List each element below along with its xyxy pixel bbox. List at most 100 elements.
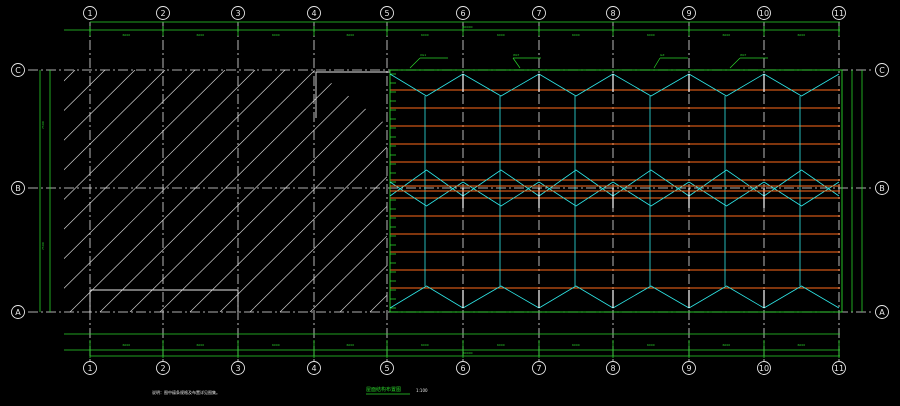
axis-bubble-bottom-8-label: 8 [610,364,615,373]
axis-bubble-top-7-label: 7 [536,9,541,18]
drawing-title: 屋面结构布置图 [366,386,401,393]
axis-bubble-top-2-label: 2 [160,9,165,18]
axis-bubble-left-A-label: A [15,308,21,317]
axis-bubble-bottom-9-label: 9 [686,364,691,373]
axis-bubble-top-6: 6 [456,6,470,20]
dim-value-top: 6000 [647,33,655,37]
axis-bubble-left-B: B [11,181,25,195]
label-leader [653,57,661,69]
axis-bubble-left-C-label: C [15,66,21,75]
axis-bubble-bottom-3-label: 3 [235,364,240,373]
axis-grid [28,22,872,362]
dim-value-top: 6000 [421,33,429,37]
axis-bubble-top-8-label: 8 [610,9,615,18]
dim-value-top: 6000 [123,33,131,37]
axis-bubble-top-1: 1 [83,6,97,20]
drawing-scale: 1:100 [416,388,428,393]
axis-bubble-top-9: 9 [682,6,696,20]
dim-value-bottom: 6000 [723,343,731,347]
dim-value-bottom: 6000 [497,343,505,347]
dim-value-top: 6000 [497,33,505,37]
dim-value-top: 6000 [723,33,731,37]
dims-total-bottom: 60000 [463,351,473,355]
axis-bubble-bottom-4-label: 4 [311,364,316,373]
dim-value-top: 6000 [572,33,580,37]
axis-bubble-top-11-label: 11 [834,9,844,18]
axis-bubble-bottom-3: 3 [231,361,245,375]
axis-bubble-right-C: C [875,63,889,77]
axis-bubble-bottom-2: 2 [156,361,170,375]
axis-bubble-left-B-label: B [15,184,21,193]
axis-bubble-top-10-label: 10 [759,9,769,18]
axis-bubble-right-B-label: B [879,184,885,193]
axis-bubble-right-A: A [875,305,889,319]
dim-value-bottom: 6000 [798,343,806,347]
lower-opening-outline [89,289,239,312]
axis-bubble-right-C-label: C [879,66,885,75]
axis-bubble-top-5-label: 5 [384,9,389,18]
dim-value-bottom: 6000 [572,343,580,347]
dim-value-top: 6000 [197,33,205,37]
dimension-lines: 6000 6000 6000 6000 6000 6000 6000 6000 6000 6000… [39,21,863,358]
roof-brace [389,73,840,97]
axis-bubble-top-1-label: 1 [87,9,92,18]
axis-bubble-bottom-7-label: 7 [536,364,541,373]
axis-bubble-top-3: 3 [231,6,245,20]
axis-bubble-bottom-5: 5 [380,361,394,375]
dim-value-bottom: 6000 [347,343,355,347]
label-leader [512,57,521,69]
hatch-lines [64,70,387,312]
dim-value-bottom: 6000 [421,343,429,347]
axis-bubble-top-6-label: 6 [460,9,465,18]
axis-bubble-top-9-label: 9 [686,9,691,18]
axis-bubble-bottom-6-label: 6 [460,364,465,373]
axis-bubble-bottom-2-label: 2 [160,364,165,373]
dim-value-bottom: 6000 [197,343,205,347]
axis-bubble-bottom-6: 6 [456,361,470,375]
axis-bubble-top-5: 5 [380,6,394,20]
dim-value-bottom: 6000 [272,343,280,347]
axis-bubble-top-3-label: 3 [235,9,240,18]
dim-value-left: 7500 [41,121,45,129]
roof-brace [389,181,840,207]
label-l1: XG1 [420,53,426,57]
dim-value-top: 6000 [347,33,355,37]
dim-value-bottom: 6000 [647,343,655,347]
axis-bubble-bottom-11: 11 [832,361,846,375]
label-l3: GZ [660,53,664,57]
axis-bubble-top-2: 2 [156,6,170,20]
label-leader [729,57,741,69]
axis-bubble-bottom-5-label: 5 [384,364,389,373]
axis-bubble-left-C: C [11,63,25,77]
axis-bubble-bottom-8: 8 [606,361,620,375]
drawing-note: 说明：图中檩条规格及布置详见图集。 [152,389,220,395]
dim-value-top: 6000 [798,33,806,37]
axis-bubble-top-4-label: 4 [311,9,316,18]
axis-bubble-bottom-11-label: 11 [834,364,844,373]
dim-value-top: 6000 [272,33,280,37]
roof-brace [389,169,840,197]
roof-brace [389,285,840,309]
axis-bubble-right-B: B [875,181,889,195]
axis-bubble-top-7: 7 [532,6,546,20]
axis-bubble-bottom-1-label: 1 [87,364,92,373]
hatched-region [64,70,390,312]
axis-bubble-top-11: 11 [832,6,846,20]
axis-bubble-bottom-10: 10 [757,361,771,375]
dims-total-top: 60000 [463,25,473,29]
dim-value-left: 7500 [41,242,45,250]
axis-bubble-right-A-label: A [879,308,885,317]
label-leader [409,57,421,69]
axis-bubble-top-10: 10 [757,6,771,20]
roof-structure [389,57,843,313]
label-l4: WLT [740,53,746,57]
axis-bubble-bottom-10-label: 10 [759,364,769,373]
axis-bubble-bottom-1: 1 [83,361,97,375]
axis-bubble-top-8: 8 [606,6,620,20]
label-l2: WLT [513,53,519,57]
axis-bubble-bottom-9: 9 [682,361,696,375]
stair-outline [315,71,390,118]
axis-bubble-top-4: 4 [307,6,321,20]
